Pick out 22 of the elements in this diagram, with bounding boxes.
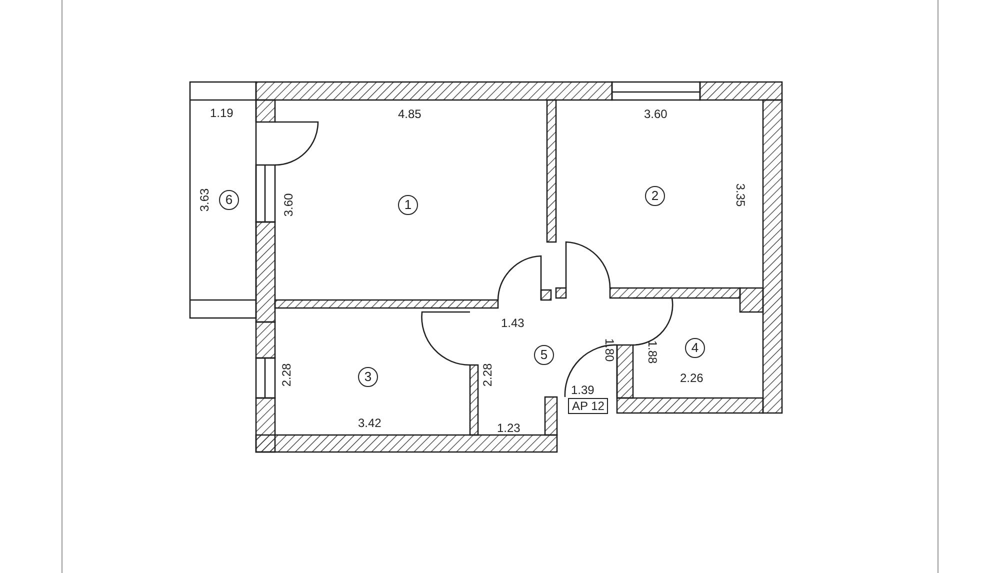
dimension-label: 1.88: [646, 340, 660, 364]
dimension-label: 1.39: [571, 383, 594, 397]
dimension-label: 1.19: [210, 106, 234, 120]
dimension-label: 1.23: [497, 421, 520, 435]
dimension-label: 3.60: [282, 193, 296, 217]
room-number: 2: [645, 186, 665, 206]
dimension-label: 1.80: [602, 338, 617, 362]
room-number: 5: [534, 345, 554, 365]
apartment-tag: AP 12: [568, 398, 608, 414]
dimension-label: 3.42: [358, 416, 382, 430]
dimension-label: 2.28: [480, 363, 495, 387]
room-number: 3: [358, 367, 378, 387]
dimension-label: 2.28: [280, 363, 294, 387]
room-number: 1: [398, 195, 418, 215]
dimension-label: 3.63: [198, 188, 212, 212]
dimension-label: 4.85: [398, 107, 422, 121]
room-number: 4: [685, 338, 705, 358]
room-number: 6: [219, 190, 239, 210]
dimension-label: 2.26: [680, 371, 704, 385]
dimension-label: 3.60: [644, 107, 668, 121]
dimension-label: 1.43: [501, 316, 524, 330]
dimension-label: 3.35: [734, 183, 748, 207]
